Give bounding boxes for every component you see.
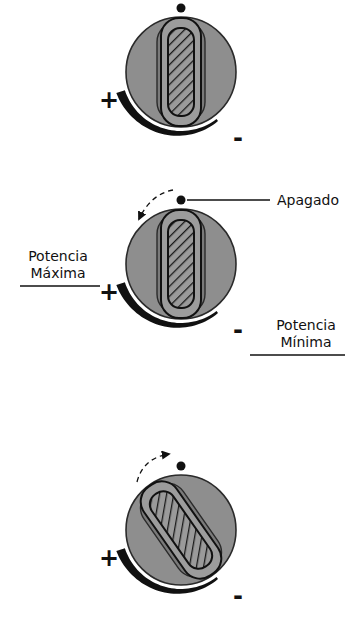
- knob-body: [126, 475, 236, 585]
- knob-grip: [157, 18, 205, 126]
- power-sign: -: [233, 126, 243, 150]
- control-knob: [116, 4, 236, 136]
- knob-body: [126, 209, 236, 319]
- state-label: Potencia Máxima: [21, 248, 95, 282]
- rotation-arrow: [139, 190, 173, 219]
- off-dot: [177, 462, 186, 471]
- power-sign: +: [99, 88, 119, 112]
- control-knob: [116, 462, 236, 594]
- state-label: Apagado: [277, 192, 339, 209]
- state-label: Potencia Mínima: [269, 317, 343, 351]
- rotation-arrow: [137, 454, 169, 482]
- knob-grip: [157, 210, 205, 318]
- power-sign: -: [233, 318, 243, 342]
- power-sign: +: [99, 280, 119, 304]
- off-dot: [177, 4, 186, 13]
- leader-line: [187, 199, 270, 201]
- control-knob: [116, 196, 236, 328]
- knob-grip: [130, 472, 231, 588]
- power-sign: -: [233, 584, 243, 608]
- knob-body: [126, 17, 236, 127]
- off-dot: [177, 196, 186, 205]
- power-sign: +: [99, 546, 119, 570]
- leader-line: [20, 285, 100, 287]
- leader-line: [250, 354, 345, 356]
